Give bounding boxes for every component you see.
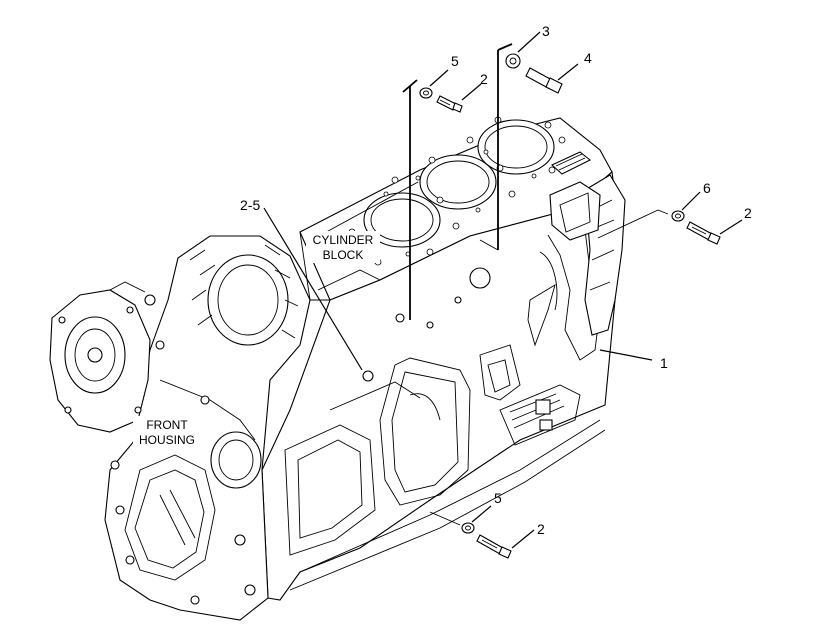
front-housing-bore [207, 254, 289, 346]
label-cylinder: CYLINDER [313, 233, 374, 247]
side-boss-1 [469, 267, 491, 289]
callout-leaders [263, 31, 743, 549]
part-labels: CYLINDER BLOCK FRONT HOUSING [133, 231, 380, 448]
callout-1: 1 [660, 355, 668, 371]
washer-6 [671, 210, 685, 222]
deck-holes [348, 116, 566, 266]
callout-2-5: 2-5 [240, 197, 260, 213]
callout-2-bottom: 2 [537, 521, 545, 537]
front-cover-left [49, 281, 151, 433]
callout-4: 4 [584, 50, 592, 66]
bolt-4 [525, 67, 563, 94]
assembly-lines [402, 43, 669, 526]
cylinder-block [261, 116, 626, 601]
callout-2-top: 2 [480, 71, 488, 87]
washer-5-bottom [461, 522, 475, 534]
callout-5-top: 5 [451, 53, 459, 69]
callout-5-bottom: 5 [494, 490, 502, 506]
callout-6: 6 [703, 180, 711, 196]
front-housing [104, 235, 311, 621]
bolt-2-top [436, 95, 463, 113]
washer-3 [505, 53, 521, 69]
cylinder-bore-1 [363, 192, 441, 248]
callout-3: 3 [542, 23, 550, 39]
callouts: 1 2 2 2 3 4 5 5 6 2-5 [240, 23, 752, 537]
block-bottom-rail [299, 419, 601, 573]
callout-2-right: 2 [744, 205, 752, 221]
plug-hole-2-5 [362, 370, 374, 382]
label-block: BLOCK [323, 248, 364, 262]
cylinder-bore-2 [419, 154, 497, 210]
bolt-2-right [686, 221, 721, 245]
label-housing: HOUSING [139, 433, 195, 447]
fasteners [419, 53, 721, 559]
label-front: FRONT [146, 418, 188, 432]
washer-5-top [419, 87, 433, 99]
cylinder-bore-3 [477, 119, 555, 175]
bolt-2-bottom [476, 534, 512, 559]
